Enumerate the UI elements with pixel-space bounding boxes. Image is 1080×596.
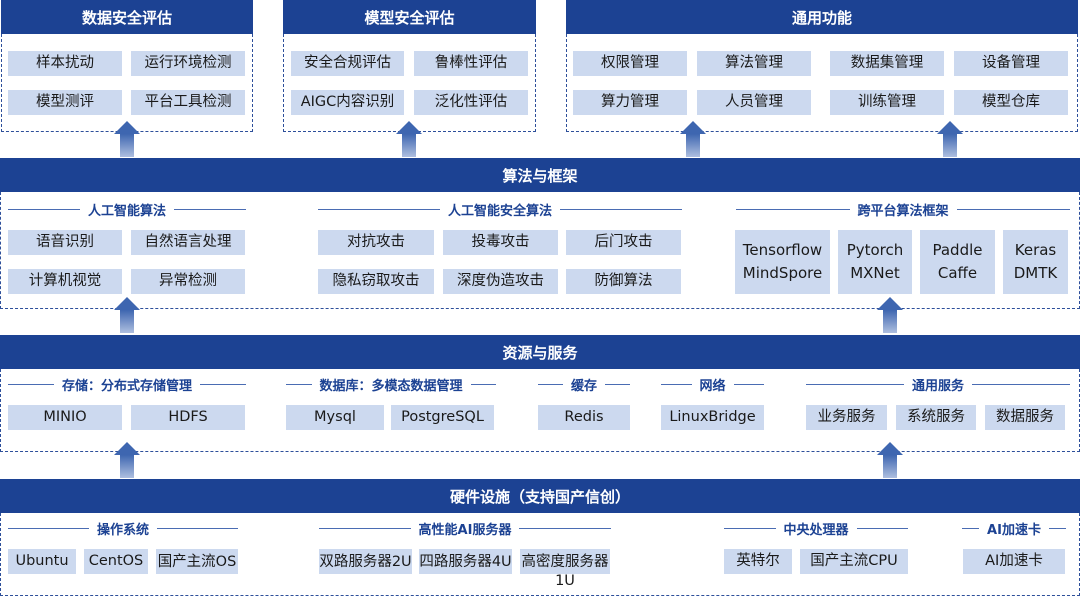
data-security-header: 数据安全评估: [1, 0, 253, 34]
arrow-up-icon: [114, 121, 140, 157]
box-device-mgmt[interactable]: 设备管理: [954, 51, 1068, 76]
box-model-repository[interactable]: 模型仓库: [954, 90, 1068, 115]
box-algorithm-mgmt[interactable]: 算法管理: [697, 51, 811, 76]
box-domestic-cpu[interactable]: 国产主流CPU: [800, 549, 908, 574]
arrow-up-icon: [877, 442, 903, 478]
box-data-service[interactable]: 数据服务: [985, 405, 1065, 430]
storage-label: 存储：分布式存储管理: [8, 376, 247, 394]
box-framework-paddle[interactable]: Paddle Caffe: [920, 230, 995, 294]
box-backdoor-attack[interactable]: 后门攻击: [566, 230, 681, 255]
framework-name: MXNet: [850, 264, 900, 282]
common-services-label: 通用服务: [806, 376, 1071, 394]
box-deepfake-attack[interactable]: 深度伪造攻击: [443, 269, 558, 294]
general-header: 通用功能: [566, 0, 1078, 34]
ai-servers-label: 高性能AI服务器: [319, 520, 611, 538]
network-label: 网络: [661, 376, 765, 394]
algorithms-header: 算法与框架: [0, 158, 1080, 192]
box-permission-mgmt[interactable]: 权限管理: [573, 51, 687, 76]
box-centos[interactable]: CentOS: [84, 549, 148, 574]
box-training-mgmt[interactable]: 训练管理: [830, 90, 944, 115]
cpu-label: 中央处理器: [724, 520, 909, 538]
resources-title: 资源与服务: [502, 343, 578, 362]
box-anomaly-detection[interactable]: 异常检测: [131, 269, 245, 294]
algorithms-title: 算法与框架: [502, 166, 578, 185]
box-quad-server[interactable]: 四路服务器4U: [419, 549, 512, 574]
framework-name: DMTK: [1013, 264, 1058, 282]
box-nlp[interactable]: 自然语言处理: [131, 230, 245, 255]
box-intel[interactable]: 英特尔: [724, 549, 792, 574]
box-postgresql[interactable]: PostgreSQL: [391, 405, 494, 430]
database-label: 数据库：多模态数据管理: [286, 376, 497, 394]
framework-name: Keras: [1014, 241, 1057, 259]
box-redis[interactable]: Redis: [538, 405, 630, 430]
frameworks-label: 跨平台算法框架: [736, 201, 1071, 219]
data-security-title: 数据安全评估: [81, 8, 172, 27]
arrow-up-icon: [877, 297, 903, 333]
box-domestic-os[interactable]: 国产主流OS: [156, 549, 238, 574]
model-security-header: 模型安全评估: [283, 0, 536, 34]
box-system-service[interactable]: 系统服务: [896, 405, 976, 430]
box-business-service[interactable]: 业务服务: [806, 405, 887, 430]
model-security-panel: [283, 34, 536, 132]
box-model-evaluation[interactable]: 模型测评: [8, 90, 122, 115]
box-ai-accelerator[interactable]: AI加速卡: [963, 549, 1065, 574]
ai-security-algorithms-label: 人工智能安全算法: [318, 201, 683, 219]
model-security-title: 模型安全评估: [364, 8, 455, 27]
arrow-up-icon: [937, 121, 963, 157]
box-speech-recognition[interactable]: 语音识别: [8, 230, 122, 255]
hardware-header: 硬件设施（支持国产信创）: [0, 479, 1080, 513]
cache-label: 缓存: [538, 376, 631, 394]
box-high-density-server[interactable]: 高密度服务器1U: [520, 549, 610, 589]
framework-name: Tensorflow: [742, 241, 823, 259]
arrow-up-icon: [114, 442, 140, 478]
box-framework-tensorflow[interactable]: Tensorflow MindSpore: [735, 230, 830, 294]
os-label: 操作系统: [8, 520, 239, 538]
box-minio[interactable]: MINIO: [8, 405, 122, 430]
box-platform-tool-check[interactable]: 平台工具检测: [131, 90, 245, 115]
box-generalization[interactable]: 泛化性评估: [414, 90, 528, 115]
box-linuxbridge[interactable]: LinuxBridge: [661, 405, 764, 430]
resources-header: 资源与服务: [0, 335, 1080, 369]
ai-algorithms-label: 人工智能算法: [8, 201, 247, 219]
box-compute-mgmt[interactable]: 算力管理: [573, 90, 687, 115]
framework-name: Pytorch: [846, 241, 904, 259]
box-defense-algorithm[interactable]: 防御算法: [566, 269, 681, 294]
box-framework-pytorch[interactable]: Pytorch MXNet: [838, 230, 912, 294]
box-runtime-env-check[interactable]: 运行环境检测: [131, 51, 245, 76]
ai-card-label: AI加速卡: [962, 520, 1066, 538]
framework-name: Caffe: [937, 264, 978, 282]
box-personnel-mgmt[interactable]: 人员管理: [697, 90, 811, 115]
box-aigc-recognition[interactable]: AIGC内容识别: [291, 90, 404, 115]
box-dataset-mgmt[interactable]: 数据集管理: [830, 51, 944, 76]
box-ubuntu[interactable]: Ubuntu: [8, 549, 76, 574]
framework-name: MindSpore: [742, 264, 823, 282]
box-computer-vision[interactable]: 计算机视觉: [8, 269, 122, 294]
data-security-panel: [1, 34, 253, 132]
arrow-up-icon: [680, 121, 706, 157]
box-mysql[interactable]: Mysql: [286, 405, 384, 430]
box-sample-perturbation[interactable]: 样本扰动: [8, 51, 122, 76]
arrow-up-icon: [396, 121, 422, 157]
box-robustness[interactable]: 鲁棒性评估: [414, 51, 528, 76]
box-framework-keras[interactable]: Keras DMTK: [1003, 230, 1068, 294]
general-title: 通用功能: [791, 8, 852, 27]
hardware-title: 硬件设施（支持国产信创）: [449, 487, 630, 506]
arrow-up-icon: [114, 297, 140, 333]
framework-name: Paddle: [932, 241, 983, 259]
box-poisoning-attack[interactable]: 投毒攻击: [443, 230, 558, 255]
box-dual-server[interactable]: 双路服务器2U: [319, 549, 412, 574]
box-adversarial-attack[interactable]: 对抗攻击: [318, 230, 434, 255]
general-panel: [566, 34, 1078, 132]
box-privacy-attack[interactable]: 隐私窃取攻击: [318, 269, 434, 294]
box-hdfs[interactable]: HDFS: [131, 405, 245, 430]
box-security-compliance[interactable]: 安全合规评估: [291, 51, 404, 76]
